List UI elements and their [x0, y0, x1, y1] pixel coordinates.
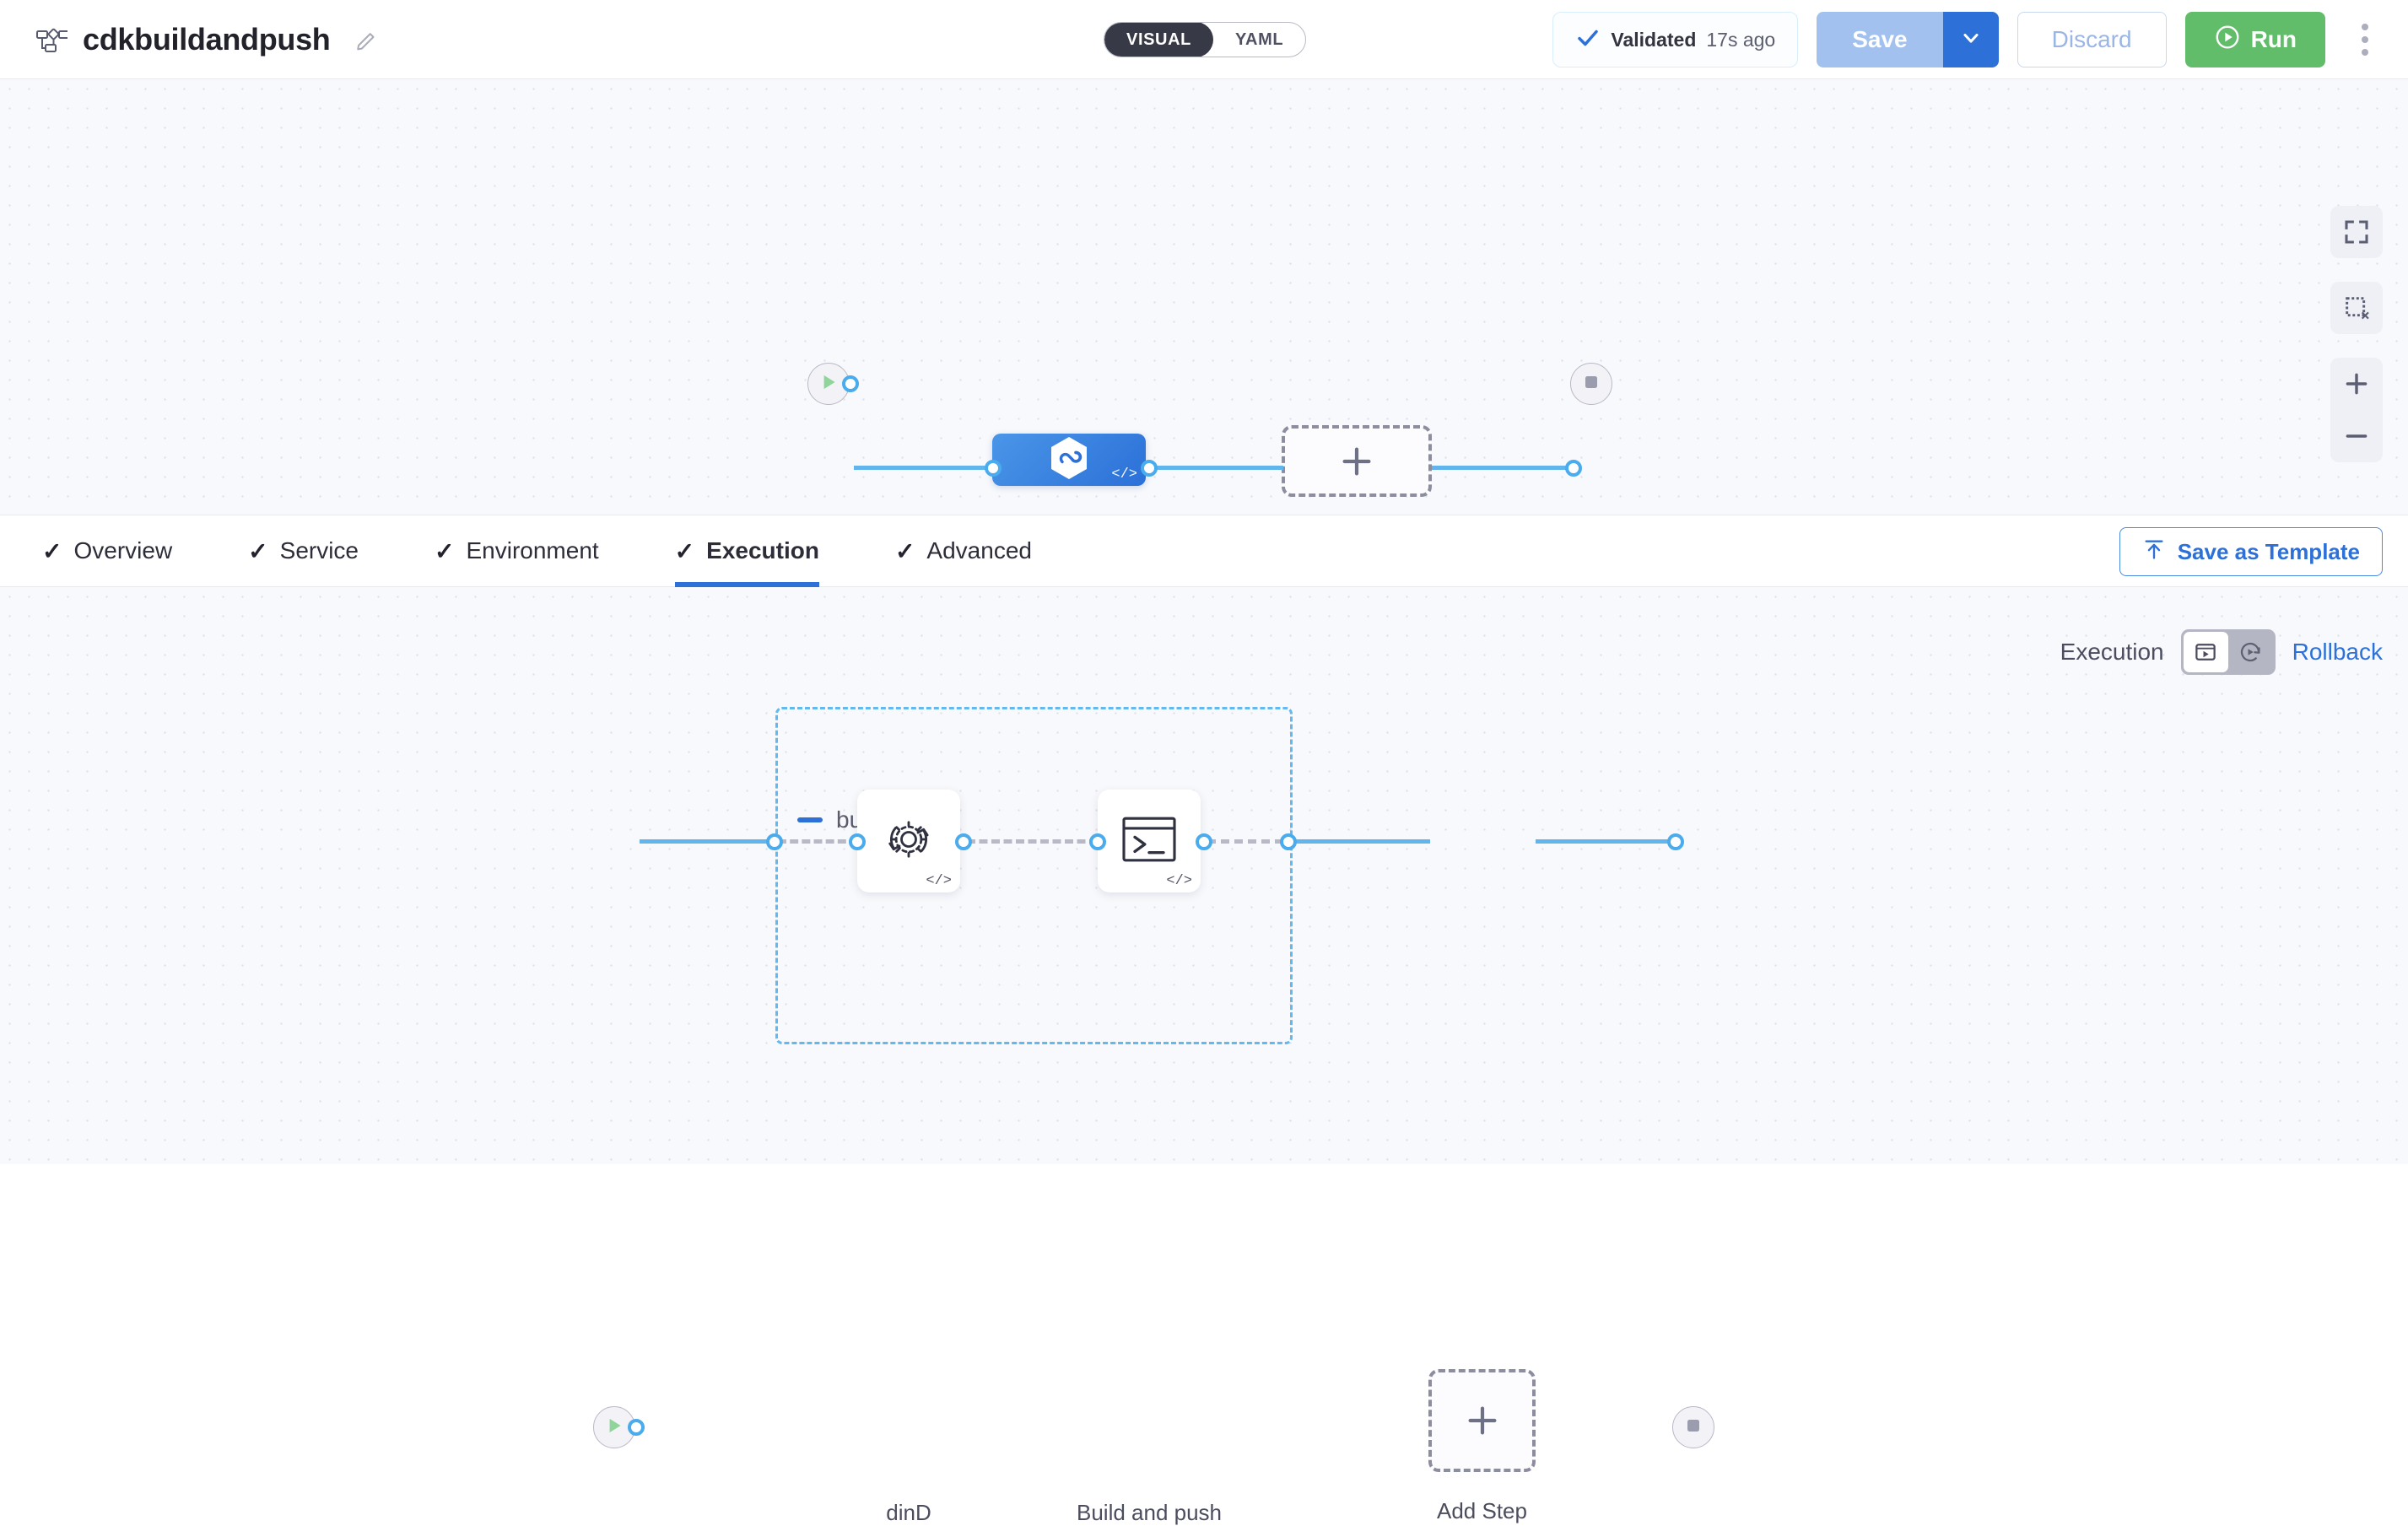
chevron-down-icon — [1959, 26, 1983, 54]
page-title: cdkbuildandpush — [83, 21, 331, 57]
group-input-port[interactable] — [766, 833, 783, 850]
edge-group-in-to-dind — [778, 839, 858, 844]
step-node-dind[interactable]: </> — [857, 790, 960, 892]
fit-to-screen-icon[interactable] — [2330, 206, 2383, 258]
stage-config-tabs: ✓ Overview ✓ Service ✓ Environment ✓ Exe… — [0, 515, 2408, 587]
tab-yaml[interactable]: YAML — [1234, 30, 1284, 49]
play-triangle-icon — [818, 371, 840, 397]
zoom-out-icon[interactable] — [2330, 410, 2383, 462]
check-icon — [1575, 25, 1601, 55]
step-label-dind: dinD — [886, 1500, 931, 1525]
zoom-in-icon[interactable] — [2330, 358, 2383, 410]
start-output-port[interactable] — [842, 375, 859, 392]
tab-label: Execution — [706, 537, 819, 563]
tab-label: Service — [279, 537, 359, 563]
header-left-group: cdkbuildandpush — [0, 22, 381, 57]
edge-buildpush-to-group-out — [1207, 839, 1283, 844]
save-as-template-button[interactable]: Save as Template — [2119, 527, 2383, 576]
save-dropdown-button[interactable] — [1942, 12, 1999, 67]
ckd-input-port[interactable] — [985, 460, 1002, 477]
gear-rotate-icon — [880, 811, 937, 872]
tab-visual[interactable]: VISUAL — [1104, 23, 1213, 57]
edge-dind-to-buildpush — [967, 839, 1098, 844]
play-triangle-icon — [603, 1415, 625, 1441]
step-label-build-and-push: Build and push — [1076, 1500, 1223, 1525]
add-step-label: Add Step — [1437, 1498, 1527, 1523]
app-header: cdkbuildandpush VISUAL YAML Validated 17… — [0, 0, 2408, 79]
buildpush-input-port[interactable] — [1089, 833, 1106, 850]
execution-canvas[interactable]: Execution Rollback — [0, 587, 2408, 1525]
canvas-controls — [2330, 206, 2383, 462]
run-label: Run — [2250, 26, 2297, 52]
check-icon: ✓ — [248, 537, 268, 564]
tab-overview[interactable]: ✓ Overview — [42, 515, 172, 587]
rollback-mode-label[interactable]: Rollback — [2292, 639, 2383, 665]
validated-time: 17s ago — [1706, 28, 1776, 51]
stage-node-ckd[interactable]: </> — [992, 434, 1146, 486]
step-code-badge: </> — [1166, 873, 1192, 889]
ckd-output-port[interactable] — [1141, 460, 1158, 477]
check-icon: ✓ — [42, 537, 62, 564]
view-mode-toggle[interactable]: VISUAL YAML — [1104, 22, 1307, 57]
edge-group-to-addstep — [1292, 839, 1430, 844]
tab-label: Environment — [466, 537, 599, 563]
exec-end-input-port[interactable] — [1667, 833, 1684, 850]
check-icon: ✓ — [894, 537, 915, 564]
tab-environment[interactable]: ✓ Environment — [435, 515, 599, 587]
stop-square-icon — [1581, 372, 1601, 396]
mode-segmented-control — [2180, 629, 2276, 675]
exec-start-output-port[interactable] — [628, 1419, 645, 1436]
header-actions: Validated 17s ago Save Discard Run — [1552, 12, 2386, 67]
save-button[interactable]: Save — [1817, 12, 1943, 67]
validated-label: Validated — [1611, 28, 1697, 51]
edge-start-to-ckd — [854, 466, 997, 470]
execution-end-node — [1672, 1406, 1714, 1448]
check-icon: ✓ — [435, 537, 455, 564]
tab-execution[interactable]: ✓ Execution — [674, 515, 820, 587]
dind-output-port[interactable] — [955, 833, 972, 850]
edge-start-to-group — [640, 839, 779, 844]
discard-button[interactable]: Discard — [2017, 12, 2167, 67]
dind-input-port[interactable] — [849, 833, 866, 850]
buildpush-output-port[interactable] — [1196, 833, 1212, 850]
step-node-build-and-push[interactable]: </> — [1098, 790, 1201, 892]
tab-label: Overview — [73, 537, 173, 563]
collapse-minus-icon[interactable] — [797, 817, 823, 822]
end-input-port[interactable] — [1565, 460, 1582, 477]
add-stage-button[interactable] — [1282, 425, 1432, 497]
pencil-edit-icon[interactable] — [353, 25, 381, 54]
step-group-build[interactable] — [775, 707, 1293, 1044]
group-output-port[interactable] — [1280, 833, 1297, 850]
rollback-circular-play-icon[interactable] — [2228, 632, 2273, 672]
execution-mode-label: Execution — [2060, 639, 2164, 665]
tab-label: Advanced — [926, 537, 1032, 563]
tab-advanced[interactable]: ✓ Advanced — [895, 515, 1032, 587]
stage-code-badge: </> — [1111, 466, 1137, 483]
zoom-controls — [2330, 358, 2383, 462]
execution-play-box-icon[interactable] — [2183, 632, 2228, 672]
play-circle-icon — [2214, 24, 2241, 57]
kebab-menu-icon[interactable] — [2344, 12, 2386, 67]
pipeline-flow-icon — [34, 23, 67, 57]
step-code-badge: </> — [926, 873, 952, 889]
pipeline-end-node — [1570, 363, 1612, 405]
selection-box-icon[interactable] — [2330, 282, 2383, 334]
terminal-shell-icon — [1120, 814, 1178, 869]
save-template-icon — [2142, 537, 2166, 567]
run-button[interactable]: Run — [2184, 12, 2325, 67]
status-badge-validated: Validated 17s ago — [1552, 12, 1799, 67]
save-as-template-label: Save as Template — [2177, 538, 2360, 564]
tab-service[interactable]: ✓ Service — [248, 515, 359, 587]
edge-addstage-to-end — [1432, 466, 1574, 470]
add-step-button[interactable] — [1428, 1369, 1536, 1472]
harness-cd-hexagon-icon — [1048, 435, 1090, 485]
edge-addstep-to-end — [1536, 839, 1675, 844]
edge-ckd-to-addstage — [1153, 466, 1283, 470]
save-button-group: Save — [1817, 12, 1999, 67]
stage-canvas[interactable]: </> ckd Add Stage — [0, 79, 2408, 565]
execution-rollback-toggle: Execution Rollback — [2060, 629, 2383, 675]
stop-square-icon — [1683, 1415, 1703, 1440]
check-icon: ✓ — [674, 537, 695, 564]
